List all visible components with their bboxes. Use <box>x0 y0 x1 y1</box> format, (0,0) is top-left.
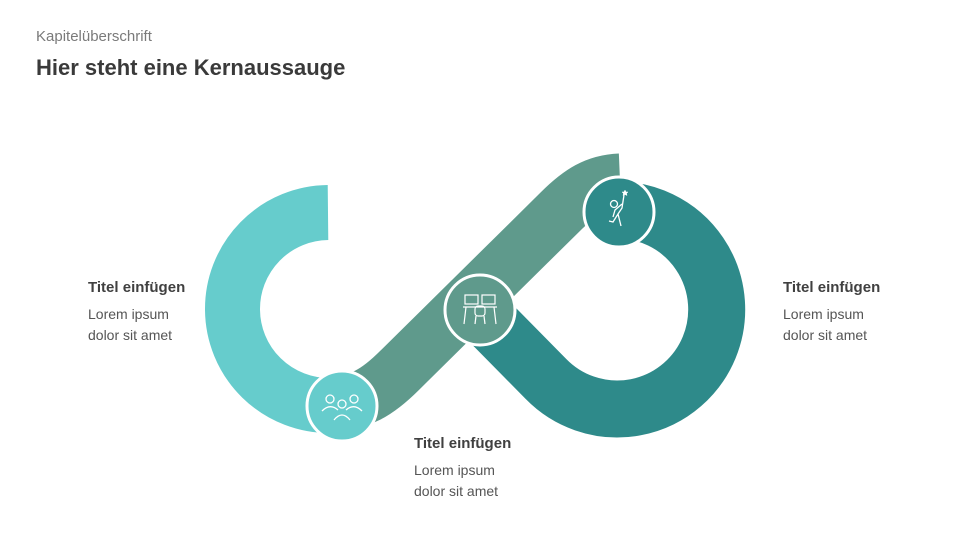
item-title: Titel einfügen <box>414 435 512 452</box>
item-label-left: Titel einfügen Lorem ipsum dolor sit ame… <box>88 277 185 346</box>
team-icon <box>321 394 363 421</box>
step-circle-success <box>582 175 656 249</box>
item-text-line: Lorem ipsum <box>88 306 169 322</box>
item-label-right: Titel einfügen Lorem ipsum dolor sit ame… <box>783 277 880 346</box>
step-circle-workstation <box>443 273 517 347</box>
item-text-line: Lorem ipsum <box>783 306 864 322</box>
item-text-line: Lorem ipsum <box>414 462 495 478</box>
item-label-bottom: Titel einfügen Lorem ipsum dolor sit ame… <box>414 433 511 502</box>
chapter-heading: Kapitelüberschrift <box>36 28 152 45</box>
item-title: Titel einfügen <box>88 279 186 296</box>
workstation-icon <box>463 294 497 325</box>
page-title: Hier steht eine Kernaussauge <box>36 55 346 80</box>
item-text-line: dolor sit amet <box>783 327 868 343</box>
dark-loop <box>459 181 746 438</box>
item-text-line: dolor sit amet <box>414 483 499 499</box>
item-text-line: dolor sit amet <box>88 327 173 343</box>
item-title: Titel einfügen <box>783 279 881 296</box>
step-circle-team <box>305 369 379 443</box>
success-icon <box>608 189 629 227</box>
light-arc <box>205 185 331 434</box>
